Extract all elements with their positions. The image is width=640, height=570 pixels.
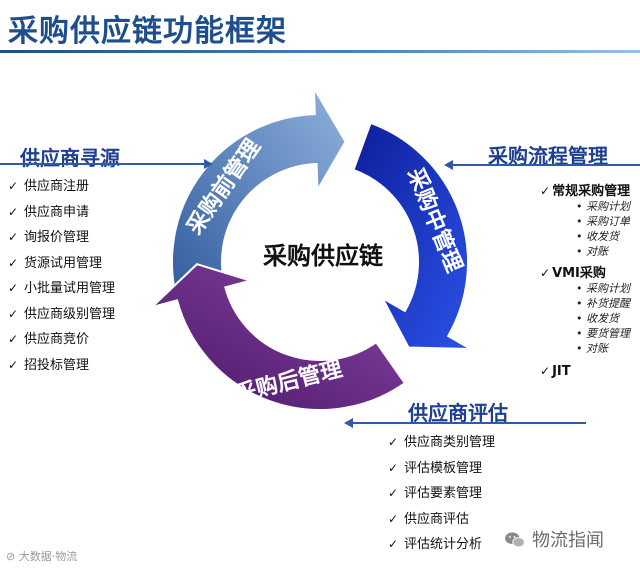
bullet-icon: • xyxy=(576,342,583,355)
evaluation-item-label: 评估要素管理 xyxy=(404,486,483,501)
section-title-sourcing: 供应商寻源 xyxy=(20,146,120,170)
check-icon: ✓ xyxy=(8,179,19,193)
process-group-label: ✓JIT xyxy=(540,364,571,379)
check-icon: ✓ xyxy=(388,486,399,500)
sourcing-item-label: 货源试用管理 xyxy=(24,255,103,271)
evaluation-item: ✓ 供应商评估 xyxy=(388,507,495,533)
bullet-icon: • xyxy=(576,215,583,228)
process-sub-list: •采购计划•采购订单•收发货•对账 xyxy=(576,199,630,259)
process-sub-label: 补货提醒 xyxy=(586,297,630,310)
process-group-label: ✓常规采购管理 xyxy=(540,180,630,199)
check-icon: ✓ xyxy=(8,306,19,321)
arrow-pre xyxy=(171,87,347,314)
sourcing-item: ✓ 供应商级别管理 xyxy=(8,302,115,328)
bullet-icon: • xyxy=(576,297,583,310)
check-icon: ✓ xyxy=(388,537,399,551)
evaluation-item: ✓ 供应商类别管理 xyxy=(388,430,495,456)
sourcing-item-label: 小批量试用管理 xyxy=(24,281,116,296)
sourcing-item: ✓ 供应商申请 xyxy=(8,200,115,226)
process-group-text: VMI采购 xyxy=(552,266,606,281)
process-sub-list: •采购计划•补货提醒•收发货•要货管理•对账 xyxy=(576,281,630,356)
process-sub-label: 采购计划 xyxy=(586,200,630,213)
sourcing-item: ✓ 供应商竞价 xyxy=(8,327,115,353)
process-sub-item: •收发货 xyxy=(576,311,630,326)
process-group-text: 常规采购管理 xyxy=(552,184,631,199)
section-title-evaluation: 供应商评估 xyxy=(408,401,508,425)
process-sub-label: 要货管理 xyxy=(586,327,630,340)
process-group-label: ✓VMI采购 xyxy=(540,262,606,281)
page-title: 采购供应链功能框架 xyxy=(8,14,287,49)
evaluation-item-label: 供应商类别管理 xyxy=(404,435,496,450)
process-group-text: JIT xyxy=(552,364,571,379)
sourcing-item-label: 供应商级别管理 xyxy=(24,306,116,322)
wechat-icon xyxy=(505,532,525,548)
check-icon: ✓ xyxy=(540,266,551,280)
process-sub-item: •补货提醒 xyxy=(576,296,630,311)
process-sub-item: •对账 xyxy=(576,244,630,259)
center-label: 采购供应链 xyxy=(263,242,383,270)
sourcing-item-label: 询报价管理 xyxy=(24,230,90,245)
sourcing-item: ✓ 供应商注册 xyxy=(8,174,115,200)
process-sub-label: 对账 xyxy=(586,245,608,258)
process-sub-item: •要货管理 xyxy=(576,326,630,341)
arrow-mid xyxy=(352,121,472,350)
sourcing-item: ✓ 招投标管理 xyxy=(8,353,115,379)
cycle-arrows xyxy=(151,87,472,411)
bullet-icon: • xyxy=(576,200,583,213)
check-icon: ✓ xyxy=(8,230,19,244)
process-sub-item: •对账 xyxy=(576,341,630,356)
evaluation-item: ✓ 评估模板管理 xyxy=(388,456,495,482)
process-sub-item: •采购订单 xyxy=(576,214,630,229)
evaluation-item: ✓ 评估要素管理 xyxy=(388,481,495,507)
check-icon: ✓ xyxy=(8,255,19,270)
sourcing-item: ✓ 货源试用管理 xyxy=(8,251,115,277)
process-sub-item: •收发货 xyxy=(576,229,630,244)
process-sub-item: •采购计划 xyxy=(576,199,630,214)
evaluation-item-label: 评估统计分析 xyxy=(404,537,483,552)
bullet-icon: • xyxy=(576,245,583,258)
evaluation-list: ✓ 供应商类别管理 ✓ 评估模板管理 ✓ 评估要素管理 ✓ 供应商评估 ✓ 评估统计分析 xyxy=(388,430,495,558)
evaluation-item: ✓ 评估统计分析 xyxy=(388,532,495,558)
check-icon: ✓ xyxy=(8,357,19,372)
check-icon: ✓ xyxy=(540,184,551,198)
evaluation-item-label: 供应商评估 xyxy=(404,511,470,527)
check-icon: ✓ xyxy=(8,332,19,346)
sourcing-arrow-line xyxy=(0,159,213,169)
process-sub-label: 采购订单 xyxy=(586,215,630,228)
sourcing-item: ✓ 小批量试用管理 xyxy=(8,276,115,302)
watermark-right: 物流指闻 xyxy=(504,526,604,552)
sourcing-item-label: 供应商注册 xyxy=(24,179,90,194)
check-icon: ✓ xyxy=(388,511,399,526)
check-icon: ✓ xyxy=(540,364,551,378)
process-sub-label: 收发货 xyxy=(586,230,619,243)
sourcing-item-label: 供应商申请 xyxy=(24,204,90,220)
bullet-icon: • xyxy=(576,312,583,325)
process-sub-label: 收发货 xyxy=(586,312,619,325)
check-icon: ✓ xyxy=(8,281,19,295)
sourcing-item-label: 供应商竞价 xyxy=(24,332,90,347)
evaluation-item-label: 评估模板管理 xyxy=(404,460,483,476)
sourcing-item-label: 招投标管理 xyxy=(24,357,90,373)
bullet-icon: • xyxy=(576,230,583,243)
process-sub-item: •采购计划 xyxy=(576,281,630,296)
process-arrow-line xyxy=(444,160,640,170)
check-icon: ✓ xyxy=(8,204,19,219)
process-sub-label: 对账 xyxy=(586,342,608,355)
arrow-post xyxy=(151,263,407,411)
title-rule xyxy=(0,50,640,53)
bullet-icon: • xyxy=(576,282,583,295)
check-icon: ✓ xyxy=(388,435,399,449)
sourcing-list: ✓ 供应商注册 ✓ 供应商申请 ✓ 询报价管理 ✓ 货源试用管理 ✓ 小批量试用管理 ✓ 供应商级别管… xyxy=(8,174,115,378)
watermark-left: ⊘ 大数据·物流 xyxy=(6,550,78,563)
evaluation-arrow-line xyxy=(344,418,586,428)
process-sub-label: 采购计划 xyxy=(586,282,630,295)
check-icon: ✓ xyxy=(388,460,399,475)
bullet-icon: • xyxy=(576,327,583,340)
sourcing-item: ✓ 询报价管理 xyxy=(8,225,115,251)
